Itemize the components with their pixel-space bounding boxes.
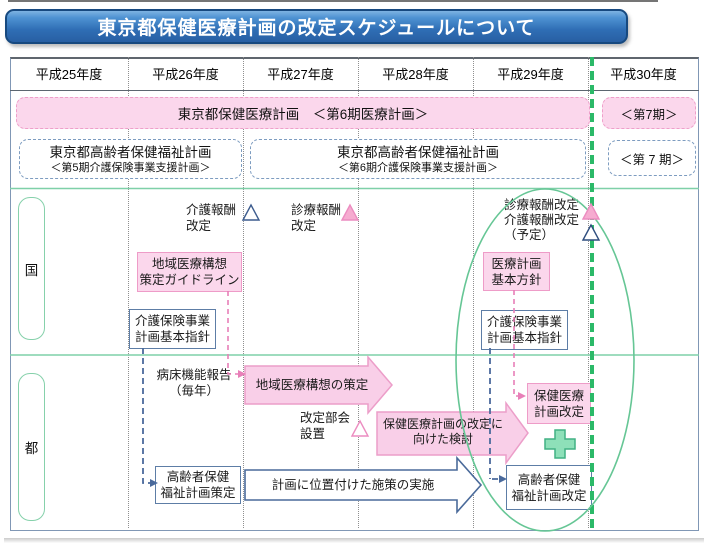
metro-row-label: 都 [18,373,45,521]
plan-revision-study-arrow-label: 保健医療計画の改定に 向けた検討 [382,417,503,446]
slide-bottom-shadow [4,538,704,543]
elderly-plan-next-subtitle: ＜第6期介護保険事業支援計画＞ [337,161,499,174]
care-insurance-guideline-box-h29: 介護保険事業 計画基本指針 [481,310,568,350]
header-cell-h27: 平成27年度 [267,67,334,82]
elderly-plan-current-band: 東京都高齢者保健福祉計画 ＜第5期介護保険事業支援計画＞ [19,139,242,179]
bed-function-report-label: 病床機能報告 （毎年） [156,368,232,398]
elderly-plan-revision-box: 高齢者保健 福祉計画改定 [506,465,592,510]
care-fee-revision-label: 介護報酬 改定 [186,203,237,233]
fee-revision-planned-label: 診療報酬改定 介護報酬改定 （予定） [504,198,580,242]
header-cell-h26: 平成26年度 [152,67,219,82]
slide-title-bar: 東京都保健医療計画の改定スケジュールについて [5,9,628,44]
schedule-table-frame [10,57,699,531]
header-cell-h28: 平成28年度 [382,67,449,82]
medical-plan-next-period-band: ＜第7期＞ [602,97,696,129]
medical-fee-revision-label: 診療報酬 改定 [291,203,342,233]
header-cell-h29: 平成29年度 [497,67,564,82]
revision-committee-label: 改定部会 設置 [300,411,351,441]
measures-implementation-arrow-label: 計画に位置付けた施策の実施 [271,478,435,492]
header-cell-h25: 平成25年度 [35,67,103,82]
regional-vision-guideline-box: 地域医療構想 策定ガイドライン [137,252,242,292]
slide-title: 東京都保健医療計画の改定スケジュールについて [97,18,536,39]
elderly-plan-current-title: 東京都高齢者保健福祉計画 [49,144,212,160]
elderly-plan-next-period-band: ＜第 7 期＞ [608,140,696,176]
medical-plan-band-label: 東京都保健医療計画 ＜第6期医療計画＞ [177,107,429,122]
slide-top-edge [8,0,658,2]
medical-plan-policy-box: 医療計画 基本方針 [483,252,550,291]
national-row-label: 国 [18,197,45,340]
health-plan-revision-box: 保健医療 計画改定 [527,383,591,424]
column-divider [358,57,359,528]
elderly-plan-next-title: 東京都高齢者保健福祉計画 [337,144,499,160]
elderly-plan-current-subtitle: ＜第5期介護保険事業支援計画＞ [50,161,211,174]
elderly-plan-formulation-box: 高齢者保健 福祉計画策定 [155,466,241,504]
header-cell-h30: 平成30年度 [610,67,677,82]
elderly-plan-next-period-label: ＜第 7 期＞ [620,152,684,167]
column-divider [243,57,244,528]
medical-plan-band: 東京都保健医療計画 ＜第6期医療計画＞ [16,97,590,129]
care-insurance-guideline-box-h26: 介護保険事業 計画基本指針 [129,309,216,349]
timeline-header-row [10,57,699,91]
regional-vision-arrow-label: 地域医療構想の策定 [255,378,369,392]
elderly-plan-next-band: 東京都高齢者保健福祉計画 ＜第6期介護保険事業支援計画＞ [250,139,586,179]
column-divider [588,57,589,528]
medical-plan-next-period-label: ＜第7期＞ [620,107,678,122]
column-divider [128,57,129,528]
